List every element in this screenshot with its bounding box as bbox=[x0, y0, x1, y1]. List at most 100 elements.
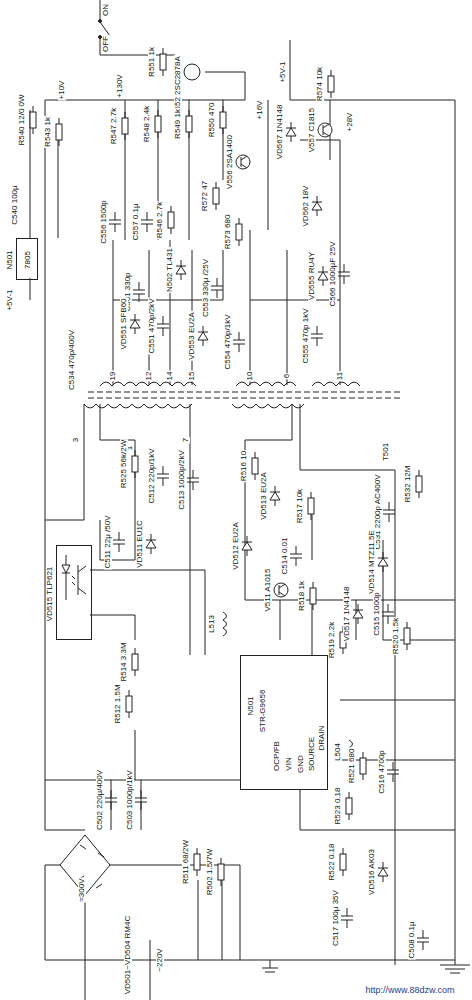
diode-symbol bbox=[312, 202, 322, 210]
component-label: C503 1000p/1kV bbox=[126, 769, 134, 831]
component-label: VD514 MTZ11.5E bbox=[368, 529, 376, 594]
component-label: VD553 EU2A bbox=[188, 311, 196, 361]
pin-label: GND bbox=[297, 754, 305, 774]
component-label: 11 bbox=[336, 371, 344, 381]
diode-symbol bbox=[353, 610, 363, 618]
diode-bar bbox=[146, 534, 156, 554]
part-heading: VD515 TLP621 bbox=[46, 566, 54, 623]
component-label: T501 bbox=[382, 442, 390, 462]
component-label: C512 220p/1kV bbox=[148, 447, 156, 504]
component-label: R550 470 bbox=[208, 102, 216, 139]
switch-contact bbox=[99, 20, 102, 23]
rail-wire bbox=[30, 100, 245, 830]
component-label: ON bbox=[102, 3, 110, 17]
primary-winding bbox=[84, 404, 304, 408]
resistor-symbol bbox=[132, 456, 138, 472]
component-label: C566 1000μF 25V bbox=[329, 240, 337, 307]
resistor-symbol bbox=[56, 124, 62, 140]
component-label: VD511 EU1C bbox=[136, 519, 144, 568]
component-label: C554 470p/1kV bbox=[224, 313, 232, 370]
switch-wire bbox=[100, 0, 245, 100]
component-label: R517 10k bbox=[296, 488, 304, 524]
opto-led bbox=[62, 555, 70, 600]
component-label: VD501~VD504 RM4C bbox=[124, 915, 132, 995]
component-label: R547 2.7k bbox=[110, 107, 118, 145]
component-label: R540 12/0 0W bbox=[18, 93, 26, 146]
resistor-symbol bbox=[340, 854, 346, 870]
resistor-symbol bbox=[194, 854, 200, 870]
capacitor-symbol bbox=[311, 326, 323, 346]
watermark: http://www.88dzw.com bbox=[364, 986, 455, 995]
transistor-symbol bbox=[184, 64, 200, 80]
component-label: +130V bbox=[116, 73, 124, 98]
capacitor-symbol bbox=[338, 264, 350, 284]
component-label: 7 bbox=[182, 437, 190, 443]
diode-symbol bbox=[286, 128, 296, 136]
capacitor-symbol bbox=[211, 278, 223, 298]
component-label: C534 470p/400V bbox=[68, 329, 76, 391]
opto-transistor bbox=[72, 565, 86, 595]
capacitor-symbol bbox=[417, 930, 429, 950]
resistor-symbol bbox=[328, 76, 334, 92]
component-label: V511 A1015 bbox=[264, 567, 272, 612]
component-label: R532 12M bbox=[404, 465, 412, 504]
component-label: VD516 AK03 bbox=[368, 848, 376, 896]
diode-symbol bbox=[318, 272, 328, 280]
resistor-symbol bbox=[155, 116, 161, 132]
component-label: R522 0.18 bbox=[328, 843, 336, 882]
diode-bar bbox=[176, 260, 186, 280]
capacitor-symbol bbox=[290, 546, 302, 566]
component-label: +16V bbox=[256, 100, 264, 121]
resistor-symbol bbox=[213, 188, 219, 204]
component-label: 10 bbox=[246, 371, 254, 382]
component-label: L504 bbox=[334, 742, 342, 762]
component-label: R520 1.5k bbox=[392, 617, 400, 655]
diode-symbol bbox=[146, 540, 156, 548]
winding-lead bbox=[113, 230, 340, 385]
resistor-symbol bbox=[126, 696, 132, 712]
capacitor-symbol bbox=[187, 470, 199, 490]
component-label: VD555 RU4Y bbox=[308, 251, 316, 301]
diode-bar bbox=[198, 326, 208, 346]
component-label: R512 1.5M bbox=[114, 683, 122, 724]
component-label: 6 bbox=[283, 373, 291, 379]
component-label: R546 2.7k bbox=[156, 201, 164, 239]
component-label: ~220V bbox=[156, 947, 164, 972]
pin-label: STR-G9656 bbox=[259, 689, 267, 734]
secondary-wire bbox=[268, 40, 455, 250]
diode-bar bbox=[286, 122, 296, 142]
capacitor-symbol bbox=[383, 502, 395, 522]
component-label: R521 680 bbox=[348, 748, 356, 785]
component-label: C540 100μ bbox=[11, 184, 19, 225]
resistor-symbol bbox=[132, 654, 138, 670]
component-label: R518 1k bbox=[298, 580, 306, 612]
capacitor-symbol bbox=[141, 212, 153, 232]
pin-label: 7805 bbox=[24, 250, 32, 270]
resistor-symbol bbox=[168, 212, 174, 228]
diode-symbol bbox=[378, 868, 388, 876]
capacitor-symbol bbox=[113, 532, 125, 552]
pin-label: DRAIN bbox=[318, 725, 326, 752]
component-label: 15 bbox=[188, 371, 196, 382]
diode-symbol bbox=[378, 558, 388, 566]
diode-bar bbox=[270, 486, 280, 506]
capacitor-symbol bbox=[105, 790, 117, 810]
resistor-symbol bbox=[186, 116, 192, 132]
resistor-symbol bbox=[218, 864, 224, 880]
component-label: C502 220μ/400V bbox=[96, 769, 104, 831]
capacitor-symbol bbox=[157, 316, 169, 336]
component-label: C516 4700p bbox=[378, 749, 386, 795]
transistor-symbol bbox=[274, 583, 288, 597]
component-label: R523 0.18 bbox=[334, 787, 342, 826]
diode-bar bbox=[353, 604, 363, 624]
component-label: VD562 18V bbox=[302, 185, 310, 228]
capacitor-symbol bbox=[133, 282, 145, 302]
capacitor-symbol bbox=[233, 332, 245, 352]
optocoupler-box: VD515 TLP621 bbox=[56, 545, 92, 640]
component-label: VD517 1N4148 bbox=[343, 586, 351, 643]
resistor-symbol bbox=[220, 112, 226, 128]
component-label: 14 bbox=[166, 371, 174, 382]
diode-symbol bbox=[176, 266, 186, 274]
capacitor-symbol bbox=[157, 466, 169, 486]
